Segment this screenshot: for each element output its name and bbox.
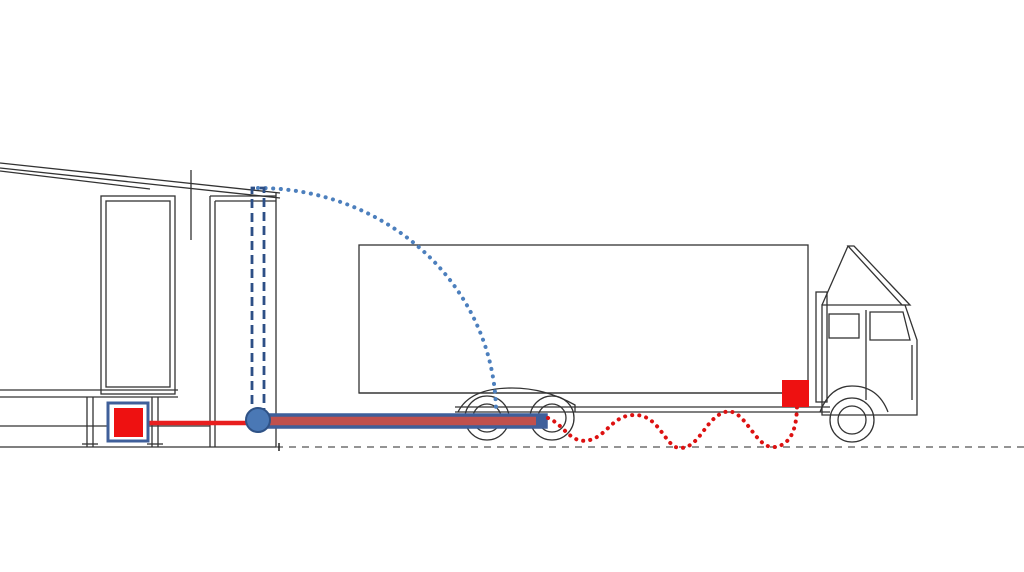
dock-door-left-outer (100, 195, 176, 395)
canopy-line-2 (0, 167, 281, 199)
stowed-arm-outline (250, 186, 266, 418)
swing-arm-arc (256, 186, 498, 415)
deployed-arm (260, 413, 548, 429)
dock-door-left-inner (105, 200, 171, 388)
front-wheel-arch (819, 385, 889, 413)
front-wheel-tire (829, 397, 875, 443)
dock-structure (0, 162, 281, 448)
charging-cable (546, 401, 799, 451)
canopy-line-3 (0, 170, 151, 190)
cab-windshield (869, 311, 911, 341)
truck-cab-fairing (846, 245, 912, 306)
pivot-icon (245, 407, 271, 433)
cab-roof-line (821, 245, 849, 306)
truck (358, 244, 918, 443)
terminal-box-icon (114, 408, 143, 437)
arm-tip (536, 415, 546, 427)
front-wheel-hub (837, 405, 867, 435)
cab-side-window (828, 313, 860, 339)
truck-cab-body (821, 304, 918, 416)
canopy-line-1 (0, 162, 281, 194)
vehicle-socket-icon (782, 380, 809, 407)
